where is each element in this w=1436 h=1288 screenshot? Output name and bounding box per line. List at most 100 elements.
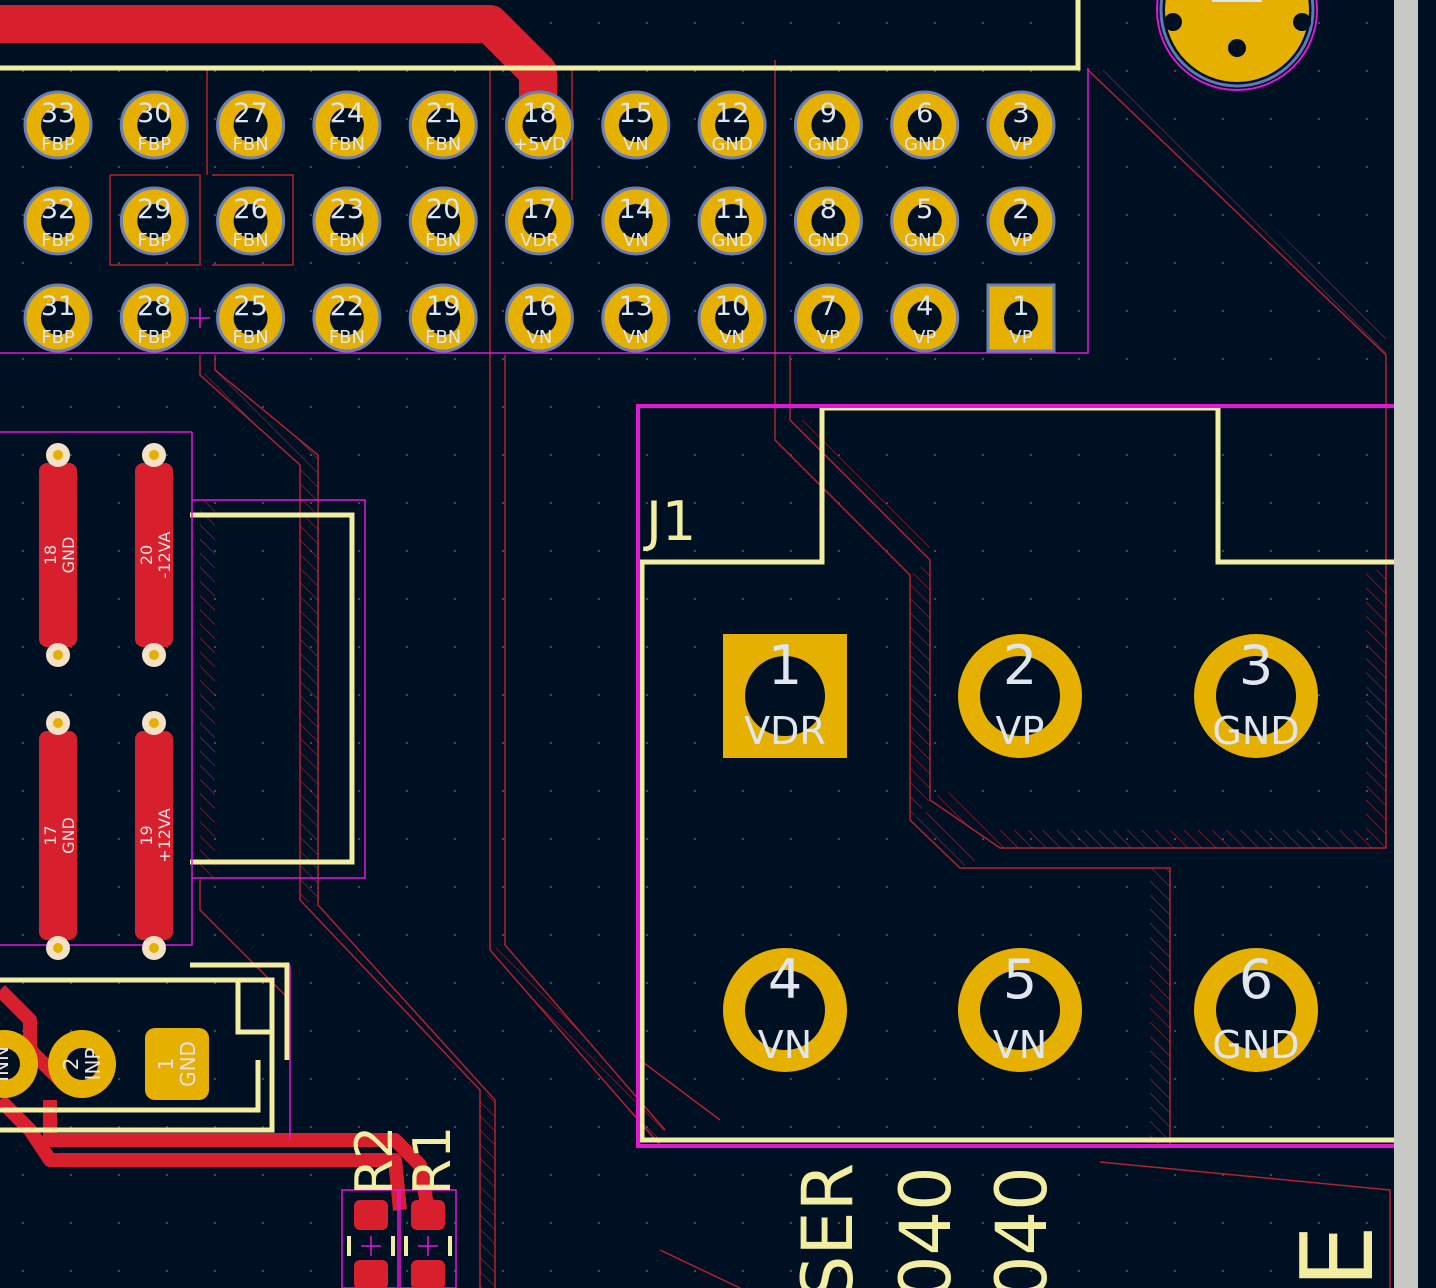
header-pin-net: FBP bbox=[138, 230, 172, 251]
header-pin-net: VP bbox=[1009, 230, 1032, 251]
header-pin-net: FBN bbox=[425, 230, 461, 251]
j1-pin[interactable]: 5VN bbox=[958, 948, 1082, 1072]
small-connector-pin[interactable]: INN bbox=[0, 1030, 38, 1098]
header-pin-net: VP bbox=[1009, 134, 1032, 155]
header-pin-number: 8 bbox=[820, 194, 837, 225]
smd-pad[interactable]: 17GND bbox=[39, 711, 78, 960]
header-pin-number: 17 bbox=[522, 194, 556, 225]
header-pin[interactable]: 4VP bbox=[890, 283, 960, 353]
smd-pad[interactable]: 18GND bbox=[39, 443, 78, 667]
header-pin-number: 24 bbox=[330, 98, 364, 129]
header-pin[interactable]: 8GND bbox=[793, 186, 863, 256]
j1-pin-net: VP bbox=[996, 709, 1045, 753]
header-pin-number: 15 bbox=[619, 98, 653, 129]
j1-pin-number: 5 bbox=[1003, 948, 1037, 1011]
mounting-hole[interactable] bbox=[1156, 0, 1318, 91]
header-pin-number: 23 bbox=[330, 194, 364, 225]
j1-pin[interactable]: 2VP bbox=[958, 634, 1082, 758]
header-pin-net: VP bbox=[1009, 327, 1032, 348]
header-pin-number: 5 bbox=[916, 194, 933, 225]
j1-pin-net: VN bbox=[993, 1023, 1047, 1067]
smd-pad[interactable]: 19+12VA bbox=[135, 711, 174, 960]
smd-pad-label: 17GND bbox=[41, 817, 78, 854]
header-pin-net: VDR bbox=[520, 230, 559, 251]
header-pin-number: 2 bbox=[1012, 194, 1029, 225]
small-connector-pin[interactable]: 1GND bbox=[145, 1028, 209, 1100]
j1-pin-number: 2 bbox=[1003, 634, 1037, 697]
header-pin[interactable]: 2VP bbox=[986, 186, 1056, 256]
header-pin-net: FBN bbox=[425, 134, 461, 155]
header-pin-number: 28 bbox=[137, 291, 171, 322]
j1-pin-number: 1 bbox=[768, 634, 802, 697]
header-pin-net: FBN bbox=[233, 230, 269, 251]
header-pin-number: 7 bbox=[820, 291, 837, 322]
header-pin-net: FBN bbox=[329, 230, 365, 251]
smd-pad-group[interactable]: 18GND 20-12VA 17GND 19+12VA bbox=[39, 443, 174, 960]
zone-hatching bbox=[200, 70, 1386, 1288]
smd-pad[interactable]: 20-12VA bbox=[135, 443, 174, 667]
header-pin-net: FBP bbox=[41, 134, 75, 155]
header-pin-number: 11 bbox=[715, 194, 749, 225]
j1-pin[interactable]: 4VN bbox=[723, 948, 847, 1072]
header-pin[interactable]: 18+5VD bbox=[505, 90, 574, 160]
header-connector[interactable]: 33FBP30FBP27FBN24FBN21FBN18+5VD15VN12GND… bbox=[23, 90, 1056, 353]
j1-reference: J1 bbox=[643, 490, 696, 553]
header-pin[interactable]: 7VP bbox=[793, 283, 863, 353]
small-connector-label: 2INP bbox=[59, 1048, 105, 1081]
header-pin-net: FBN bbox=[233, 134, 269, 155]
header-pin-net: VN bbox=[623, 134, 649, 155]
header-pin-number: 25 bbox=[233, 291, 267, 322]
header-pin-net: VP bbox=[913, 327, 936, 348]
header-pin-net: FBP bbox=[138, 327, 172, 348]
small-connector-pin[interactable]: 2INP bbox=[48, 1030, 116, 1098]
silk-text-040-b: 040 bbox=[981, 1166, 1063, 1288]
r2-reference: R2 bbox=[345, 1126, 405, 1195]
silk-text-ser: SER bbox=[787, 1163, 869, 1288]
header-pin-net: GND bbox=[808, 134, 849, 155]
smd-pad-label: 20-12VA bbox=[137, 531, 174, 578]
header-pin[interactable]: 3VP bbox=[986, 90, 1056, 160]
header-pin-number: 3 bbox=[1012, 98, 1029, 129]
resistor-pads[interactable] bbox=[347, 1200, 452, 1288]
header-pin-number: 1 bbox=[1012, 291, 1029, 322]
header-pin-number: 20 bbox=[426, 194, 460, 225]
header-pin-number: 9 bbox=[820, 98, 837, 129]
small-connector[interactable]: 2INP 1GND INN bbox=[0, 1028, 209, 1100]
header-pin-number: 30 bbox=[137, 98, 171, 129]
j1-pin-number: 6 bbox=[1239, 948, 1273, 1011]
traces-left[interactable] bbox=[0, 985, 435, 1212]
header-pin-number: 29 bbox=[137, 194, 171, 225]
header-pin[interactable]: 1VP bbox=[986, 283, 1056, 353]
